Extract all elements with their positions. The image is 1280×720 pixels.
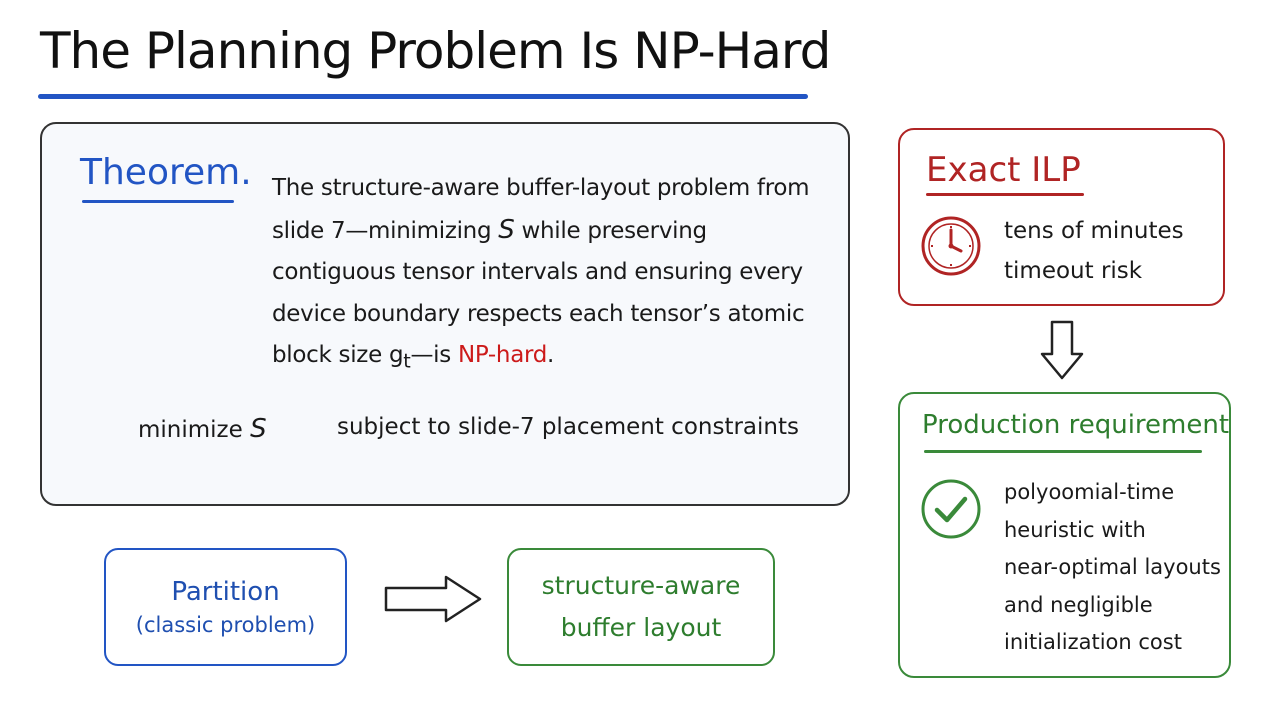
exact-ilp-title: Exact ILP: [926, 150, 1081, 190]
np-hard-emphasis: NP-hard: [457, 342, 548, 368]
theorem-text-part-4: .: [547, 342, 555, 368]
partition-box: Partition (classic problem): [104, 548, 347, 666]
partition-title: Partition: [171, 577, 280, 607]
buffer-layout-line1: structure-aware: [541, 571, 741, 600]
buffer-layout-line2: buffer layout: [560, 613, 722, 642]
production-line: heuristic with: [1004, 517, 1146, 542]
title-underline: [38, 94, 808, 99]
formula-objective: minimize S: [138, 414, 267, 444]
theorem-statement: The structure-aware buffer-layout proble…: [272, 168, 832, 382]
production-line: polyoomial-time: [1004, 480, 1175, 504]
theorem-label: Theorem.: [80, 152, 252, 193]
formula-variable-s: S: [250, 414, 267, 444]
exact-ilp-line1: tens of minutes: [1004, 218, 1184, 244]
production-line: initialization cost: [1004, 630, 1182, 654]
exact-ilp-underline: [926, 193, 1084, 196]
theorem-text-part-1: The structure-aware buffer-layout proble…: [272, 175, 810, 244]
theorem-subscript: t: [403, 349, 411, 373]
check-circle-icon: [921, 479, 981, 539]
exact-ilp-details: tens of minutes timeout risk: [1004, 211, 1184, 291]
production-line: near-optimal layouts: [1004, 555, 1221, 579]
exact-ilp-box: [898, 128, 1225, 306]
formula-constraint: subject to slide-7 placement constraints: [337, 414, 799, 440]
theorem-variable-s: S: [498, 214, 515, 245]
buffer-layout-box: structure-aware buffer layout: [507, 548, 775, 666]
exact-ilp-line2: timeout risk: [1004, 258, 1143, 284]
theorem-text-part-3: —is: [410, 342, 458, 368]
partition-subtitle: (classic problem): [135, 613, 316, 637]
slide-title: The Planning Problem Is NP-Hard: [40, 22, 831, 80]
production-requirement-underline: [924, 450, 1202, 453]
theorem-label-underline: [82, 200, 234, 203]
clock-icon: [921, 216, 981, 276]
production-requirement-details: polyoomial-time heuristic with near-opti…: [1004, 474, 1221, 662]
theorem-box: [40, 122, 850, 506]
production-line: and negligible: [1004, 592, 1153, 617]
down-arrow-icon: [1040, 320, 1084, 380]
theorem-text-part-2: while preserving contiguous tensor inter…: [272, 217, 805, 369]
formula-minimize: minimize: [138, 417, 251, 443]
production-requirement-box: [898, 392, 1231, 678]
reduction-arrow-icon: [384, 575, 482, 623]
production-requirement-title: Production requirement: [922, 410, 1230, 440]
